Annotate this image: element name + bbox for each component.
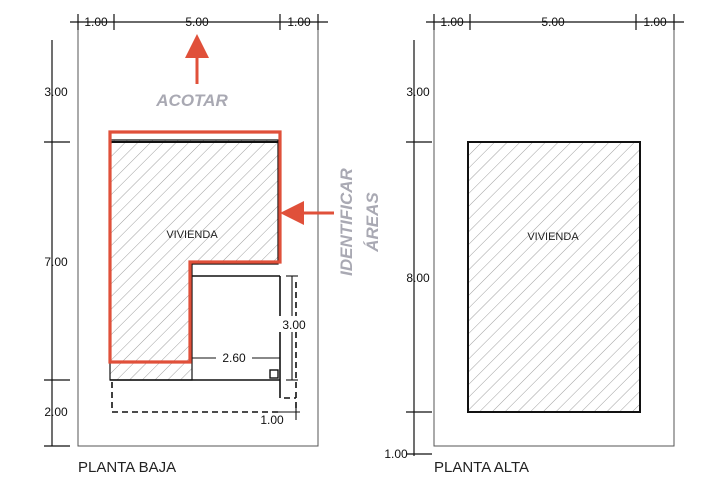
left-dimension-line: [44, 40, 70, 447]
dim-bottom-right: 1.00: [260, 413, 284, 427]
caption-planta-alta: PLANTA ALTA: [434, 459, 529, 476]
dim-left-middle: 7.00: [44, 255, 68, 269]
highlight-outline: [108, 130, 282, 364]
vivienda-area-hatch: [109, 139, 279, 381]
inner-dimension-lines: [192, 275, 300, 420]
dim-left-middle-alta: 8.00: [406, 271, 430, 285]
planta-alta-plan: 1.00 5.00 1.00 3.00 8.00 1.00 VIVIENDA P…: [384, 14, 684, 476]
dim-top-middle: 5.00: [185, 15, 209, 29]
small-column-mark: [269, 369, 279, 379]
garage-outline: [110, 275, 281, 398]
dim-top-left-alta: 1.00: [440, 15, 464, 29]
dim-inner-horizontal: 2.60: [222, 351, 246, 365]
identificar-note-line2: ÁREAS: [363, 192, 382, 253]
room-label-vivienda-baja: VIVIENDA: [166, 229, 218, 241]
room-label-vivienda-alta: VIVIENDA: [527, 231, 579, 243]
left-dimension-line-alta: [406, 40, 432, 456]
dim-inner-vertical-bg: [274, 316, 306, 332]
identificar-note-line1: IDENTIFICAR: [337, 167, 356, 275]
dim-inner-vertical: 3.00: [282, 318, 306, 332]
dim-top-left: 1.00: [84, 15, 108, 29]
dim-left-top: 3.00: [44, 85, 68, 99]
top-dimension-line-alta: [426, 14, 684, 30]
caption-planta-baja: PLANTA BAJA: [78, 459, 176, 476]
dashed-outline: [111, 282, 297, 413]
dim-top-middle-alta: 5.00: [541, 15, 565, 29]
vivienda-area-hatch-alta: [467, 141, 641, 413]
top-dimension-line: [70, 14, 328, 30]
dim-left-bottom-alta: 1.00: [384, 447, 408, 461]
dim-top-right-alta: 1.00: [643, 15, 667, 29]
dim-left-top-alta: 3.00: [406, 85, 430, 99]
annotations: ACOTAR IDENTIFICAR ÁREAS: [155, 34, 382, 276]
dim-top-right: 1.00: [287, 15, 311, 29]
planta-baja-plan: 1.00 5.00 1.00 3.00 7.00 2.00: [44, 14, 328, 476]
acotar-note: ACOTAR: [155, 91, 228, 110]
dim-inner-horizontal-bg: [216, 350, 252, 366]
dim-left-bottom: 2.00: [44, 405, 68, 419]
